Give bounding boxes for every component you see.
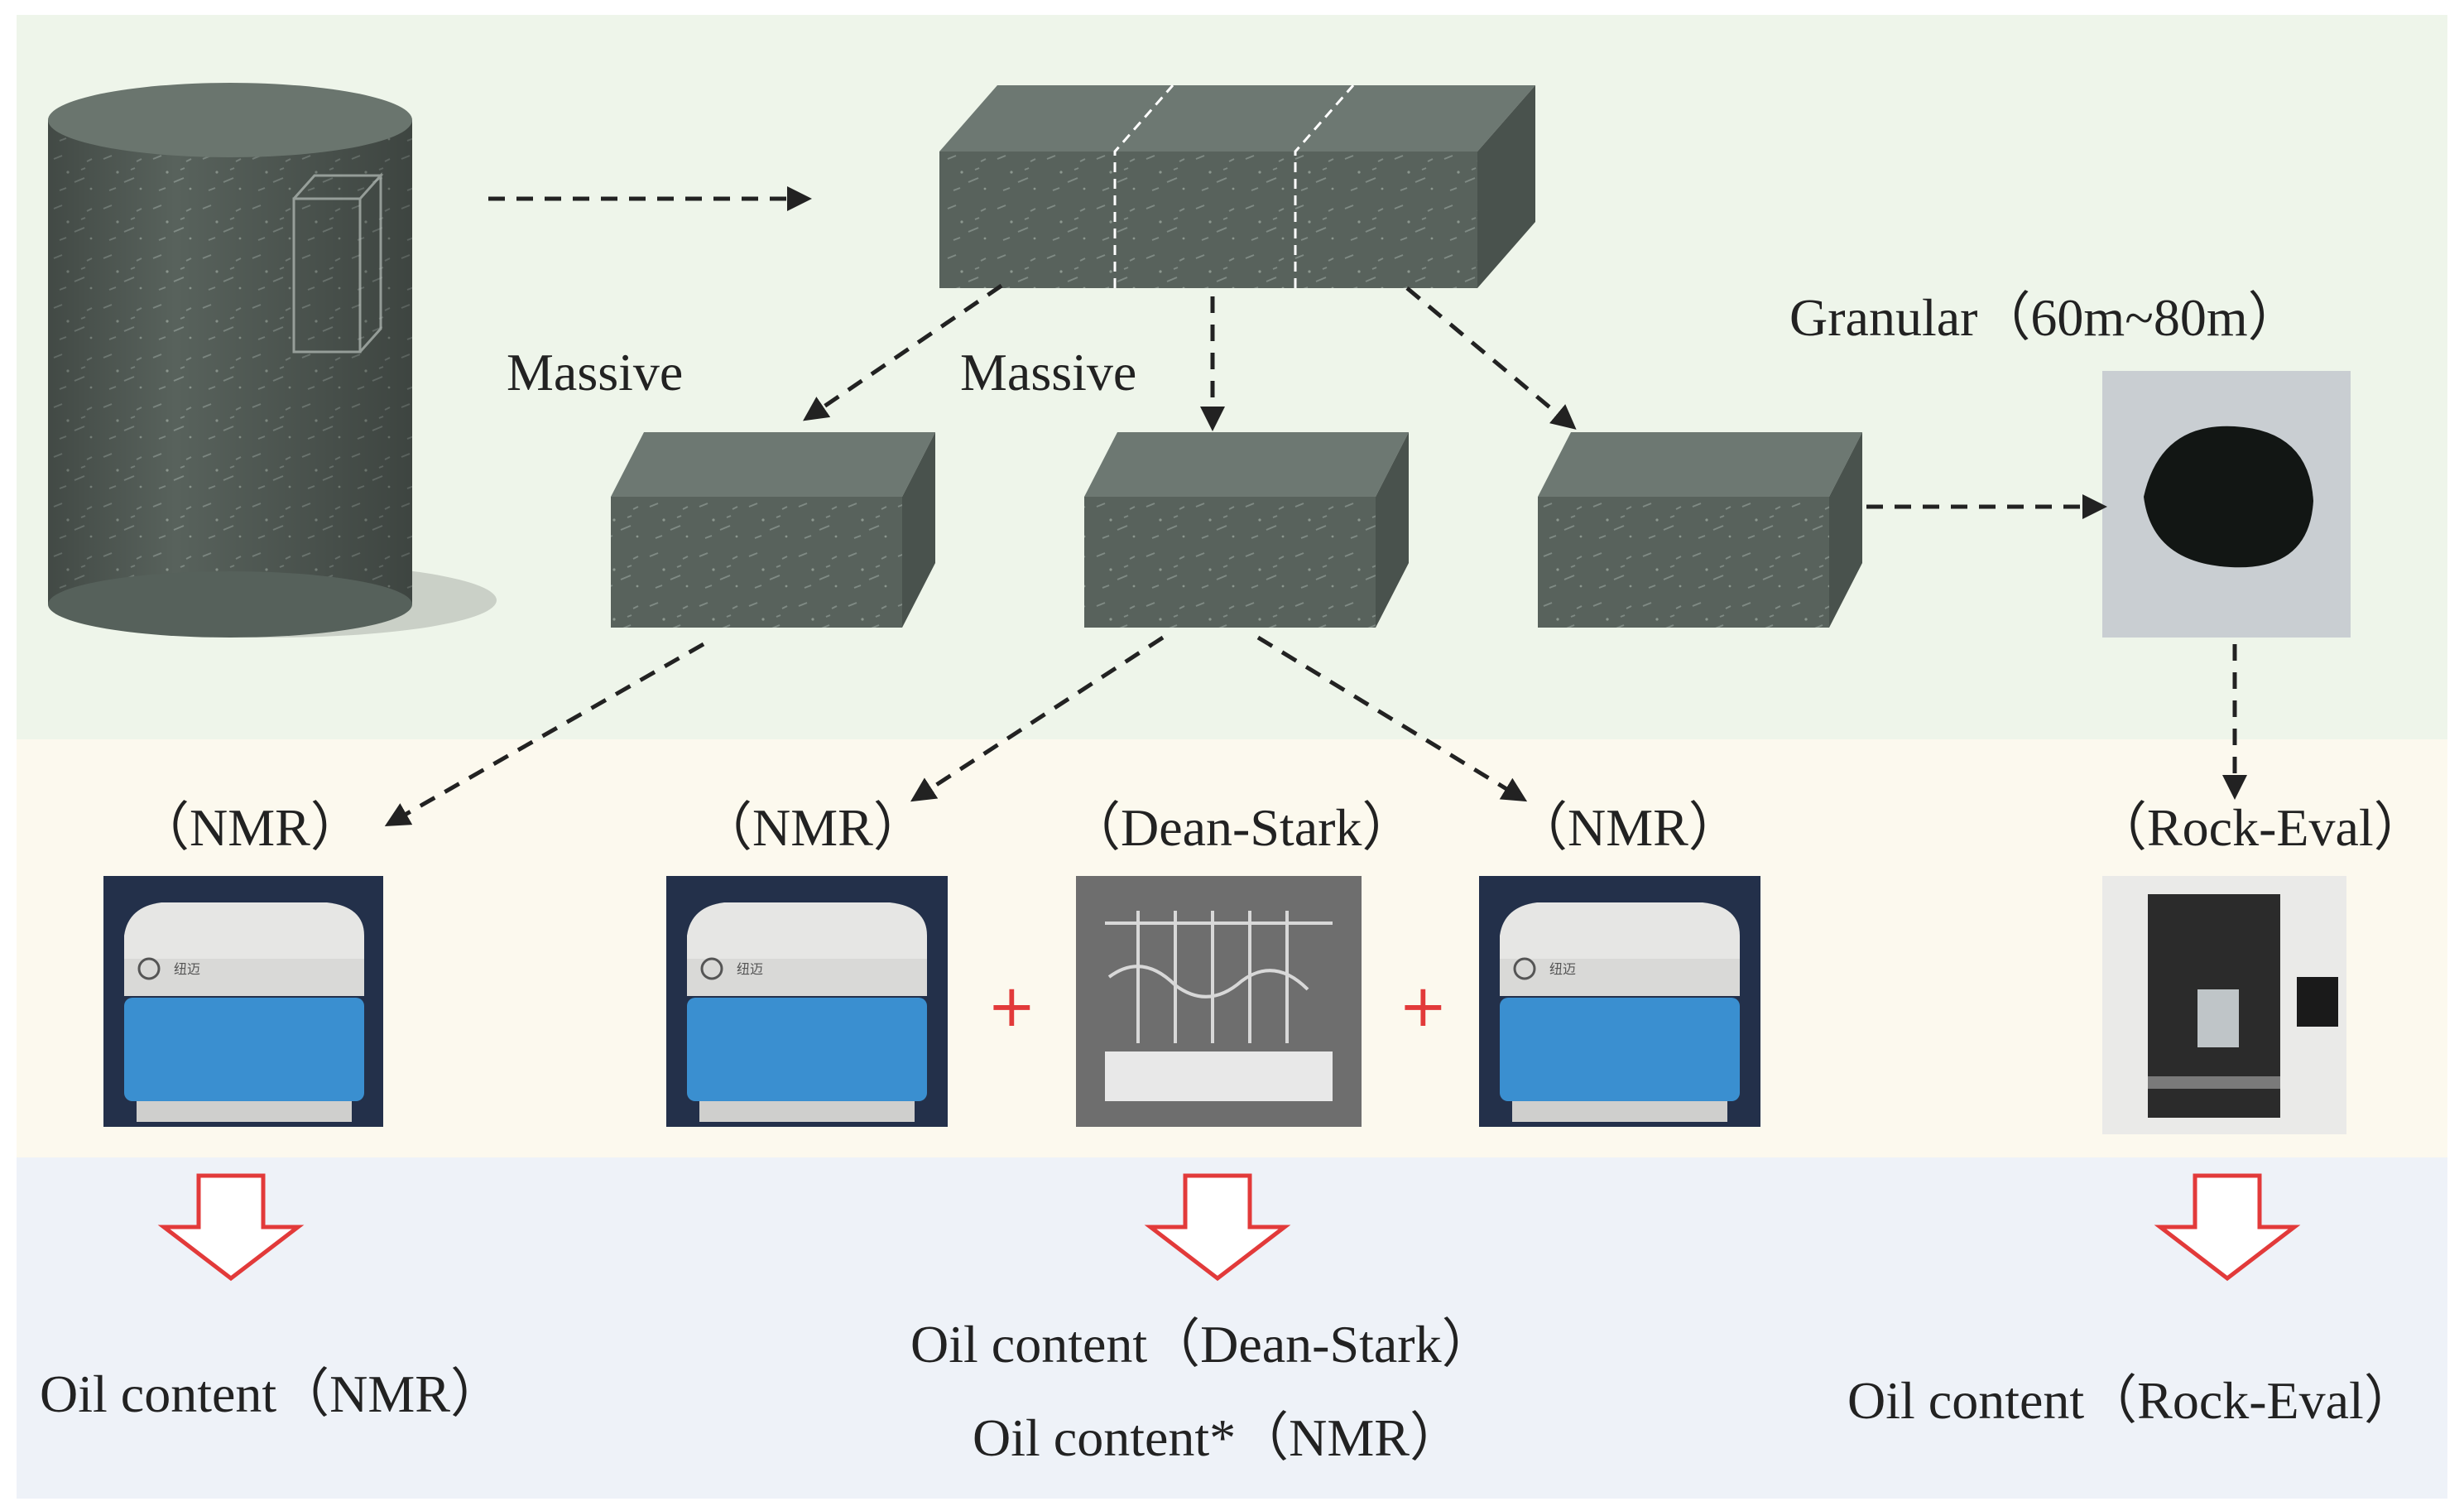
granular-powder-photo <box>2102 371 2351 638</box>
nmr-logo-text: 纽迈 <box>1549 961 1576 977</box>
large-rock-block <box>939 84 1535 288</box>
core-cylinder <box>48 83 497 638</box>
dean-stark-apparatus-photo <box>1076 876 1362 1127</box>
nmr-instrument-3: 纽迈 <box>1479 876 1760 1127</box>
rock-block-left <box>611 432 935 628</box>
label-dean-stark: （Dean-Stark） <box>1068 798 1415 857</box>
nmr-logo-text: 纽迈 <box>737 961 763 977</box>
result-arrows <box>157 1173 2301 1282</box>
plus-sign-1: + <box>987 972 1036 1040</box>
nmr-logo-text: 纽迈 <box>174 961 200 977</box>
nmr-instrument-1: 纽迈 <box>103 876 383 1127</box>
rock-eval-instrument-photo <box>2102 876 2346 1134</box>
label-nmr-3: （NMR） <box>1515 798 1741 857</box>
label-nmr-2: （NMR） <box>699 798 926 857</box>
result-oil-content-dean-stark: Oil content（Dean-Stark） <box>910 1315 1495 1374</box>
label-rock-eval: （Rock-Eval） <box>2094 798 2427 857</box>
label-massive-center: Massive <box>960 343 1137 402</box>
rock-block-center <box>1084 432 1409 628</box>
result-arrow-nmr <box>157 1173 305 1282</box>
nmr-instrument-2: 纽迈 <box>666 876 948 1127</box>
plus-sign-2: + <box>1399 972 1448 1040</box>
result-oil-content-star-nmr: Oil content*（NMR） <box>973 1408 1463 1467</box>
result-oil-content-nmr: Oil content（NMR） <box>40 1364 503 1423</box>
result-arrow-dean-stark <box>1144 1173 1291 1282</box>
result-arrow-rock-eval <box>2154 1173 2301 1282</box>
result-oil-content-rock-eval: Oil content（Rock-Eval） <box>1847 1371 2417 1430</box>
label-nmr-1: （NMR） <box>137 798 363 857</box>
label-granular: Granular（60m~80m） <box>1789 288 2301 347</box>
flow-arrows <box>384 186 2247 826</box>
rock-block-right <box>1538 432 1862 628</box>
label-massive-left: Massive <box>507 343 684 402</box>
